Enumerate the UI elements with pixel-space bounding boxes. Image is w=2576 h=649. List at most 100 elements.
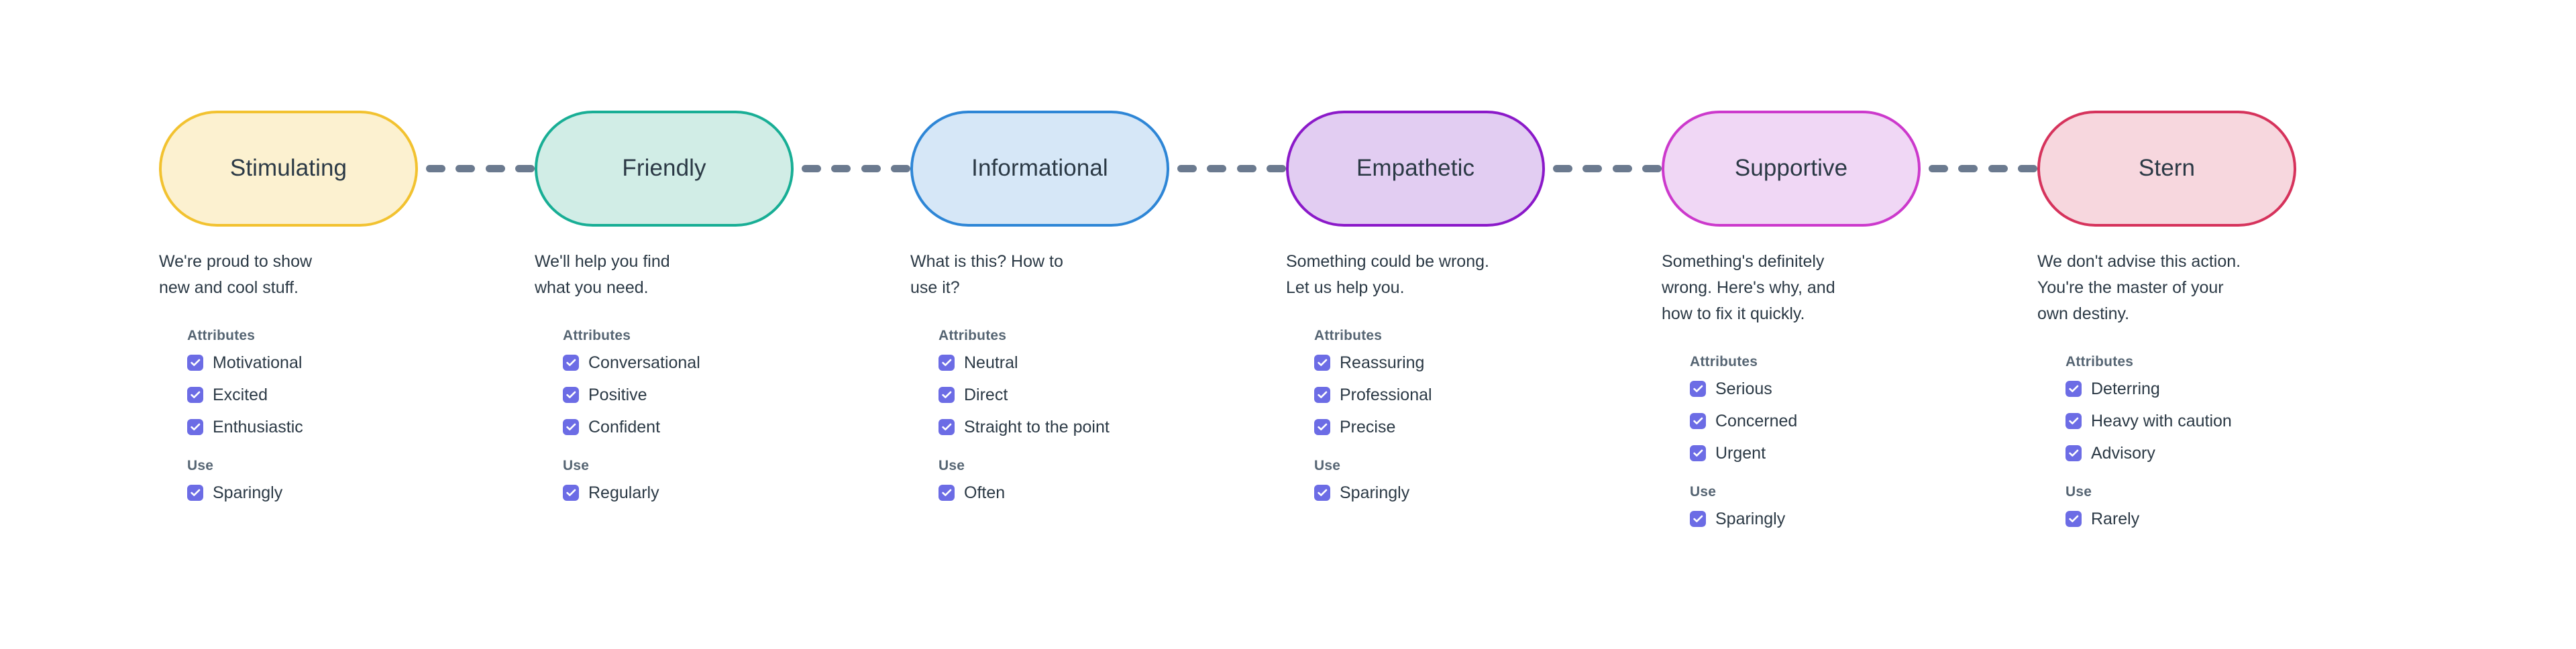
connector-dash	[1236, 165, 1256, 172]
dashed-line-icon	[1929, 165, 2037, 172]
stage-pill-supportive[interactable]: Supportive	[1662, 111, 1921, 227]
checkmark-icon[interactable]	[938, 485, 955, 501]
stage-pill-row: Stimulating	[159, 111, 535, 227]
connector-dash	[1553, 165, 1572, 172]
checklist-item[interactable]: Neutral	[938, 351, 1286, 375]
checklist-item[interactable]: Serious	[1690, 377, 2037, 401]
connector-dash	[1988, 165, 2008, 172]
stage-pill-stern[interactable]: Stern	[2037, 111, 2296, 227]
connector-dash	[1929, 165, 1948, 172]
checklist-item-label: Heavy with caution	[2091, 411, 2232, 430]
checklist-item[interactable]: Often	[938, 481, 1286, 505]
stage-description: Something's definitely wrong. Here's why…	[1662, 252, 1835, 323]
checklist-item-label: Rarely	[2091, 509, 2140, 528]
checkmark-icon[interactable]	[1690, 381, 1706, 397]
checklist-group-title: Use	[1314, 458, 1341, 473]
checklist-group-title: Use	[938, 458, 965, 473]
stage-pill-informational[interactable]: Informational	[910, 111, 1169, 227]
connector-dash	[455, 165, 476, 172]
checkmark-icon[interactable]	[2065, 445, 2082, 461]
connector-dash	[1612, 165, 1632, 172]
stage-pill-label: Stern	[2138, 155, 2196, 182]
checkmark-icon[interactable]	[563, 485, 579, 501]
checklist-item[interactable]: Professional	[1314, 383, 1662, 407]
checkmark-icon[interactable]	[2065, 413, 2082, 429]
stage-pill-row: Empathetic	[1286, 111, 1662, 227]
checkmark-icon[interactable]	[187, 355, 203, 371]
checklist-item[interactable]: Sparingly	[187, 481, 535, 505]
checklist-item[interactable]: Deterring	[2065, 377, 2413, 401]
checkmark-icon[interactable]	[1314, 387, 1330, 403]
stage-pill-empathetic[interactable]: Empathetic	[1286, 111, 1545, 227]
checklist-item[interactable]: Straight to the point	[938, 415, 1286, 439]
checklist-item[interactable]: Concerned	[1690, 409, 2037, 433]
checklist-item-label: Concerned	[1715, 411, 1798, 430]
checklist-group-title: Attributes	[2065, 354, 2134, 369]
checklist-item-label: Motivational	[213, 353, 303, 372]
checklist-item[interactable]: Sparingly	[1314, 481, 1662, 505]
checkmark-icon[interactable]	[563, 387, 579, 403]
checklist-item-label: Neutral	[964, 353, 1018, 372]
checklist-item-label: Positive	[588, 385, 647, 404]
checklist-item[interactable]: Heavy with caution	[2065, 409, 2413, 433]
checkmark-icon[interactable]	[187, 419, 203, 435]
checklist-item[interactable]: Reassuring	[1314, 351, 1662, 375]
connector-dash	[1266, 165, 1286, 172]
stage-pill-row: Stern	[2037, 111, 2413, 227]
connector-dash	[485, 165, 505, 172]
stage-pill-friendly[interactable]: Friendly	[535, 111, 794, 227]
checkmark-icon[interactable]	[1690, 413, 1706, 429]
checkmark-icon[interactable]	[2065, 511, 2082, 527]
checklist-item[interactable]: Confident	[563, 415, 910, 439]
connector-dash	[861, 165, 881, 172]
checkmark-icon[interactable]	[1690, 511, 1706, 527]
stage-description: Something could be wrong. Let us help yo…	[1286, 252, 1489, 297]
stage-pill-label: Friendly	[622, 155, 706, 182]
checklist-item[interactable]: Excited	[187, 383, 535, 407]
checkmark-icon[interactable]	[938, 419, 955, 435]
checklist-item[interactable]: Urgent	[1690, 441, 2037, 465]
checklist-group-title: Attributes	[1314, 328, 1383, 343]
checklist-item[interactable]: Motivational	[187, 351, 535, 375]
checkmark-icon[interactable]	[563, 355, 579, 371]
checkmark-icon[interactable]	[563, 419, 579, 435]
checklist-item-label: Advisory	[2091, 443, 2155, 463]
checklist-item-label: Enthusiastic	[213, 417, 303, 436]
checklist-item[interactable]: Conversational	[563, 351, 910, 375]
checkmark-icon[interactable]	[938, 387, 955, 403]
checkmark-icon[interactable]	[1314, 355, 1330, 371]
checklist-item[interactable]: Direct	[938, 383, 1286, 407]
checklist-item[interactable]: Sparingly	[1690, 507, 2037, 531]
checklist-item[interactable]: Positive	[563, 383, 910, 407]
checkmark-icon[interactable]	[1690, 445, 1706, 461]
checkmark-icon[interactable]	[1314, 419, 1330, 435]
checklist-item[interactable]: Rarely	[2065, 507, 2413, 531]
stage-pill-stimulating[interactable]: Stimulating	[159, 111, 418, 227]
checkmark-icon[interactable]	[187, 387, 203, 403]
checklist-item[interactable]: Enthusiastic	[187, 415, 535, 439]
stage-pill-label: Empathetic	[1356, 155, 1475, 182]
checkmark-icon[interactable]	[2065, 381, 2082, 397]
checkmark-icon[interactable]	[187, 485, 203, 501]
checklist-item-label: Urgent	[1715, 443, 1766, 463]
checklist-item-label: Direct	[964, 385, 1008, 404]
stage-pill-label: Informational	[971, 155, 1108, 182]
checklist-item[interactable]: Regularly	[563, 481, 910, 505]
checkmark-icon[interactable]	[1314, 485, 1330, 501]
checklist-item[interactable]: Advisory	[2065, 441, 2413, 465]
checklist-group-title: Attributes	[938, 328, 1007, 343]
checklist-item[interactable]: Precise	[1314, 415, 1662, 439]
checkmark-icon[interactable]	[938, 355, 955, 371]
checklist-item-label: Confident	[588, 417, 661, 436]
